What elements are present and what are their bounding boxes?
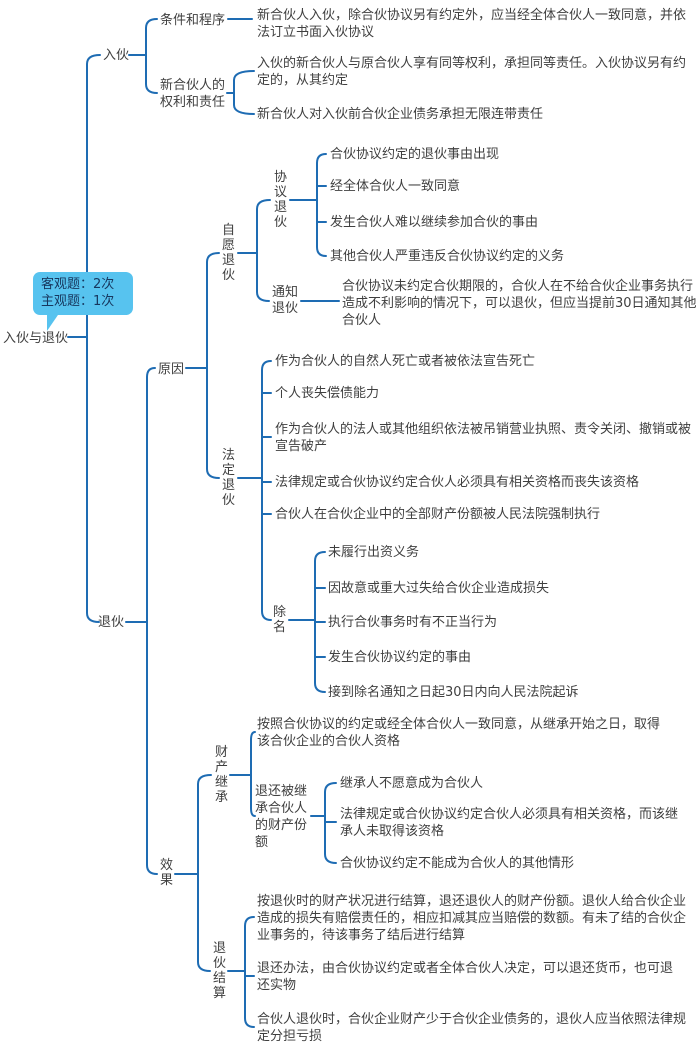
leaf-statutory-5[interactable]: 合伙人在合伙企业中的全部财产份额被人民法院强制执行 xyxy=(275,507,601,522)
leaf-settlement-1[interactable]: 按退伙时的财产状况进行结算，退还退伙人的财产份额。退伙人给合伙企业 造成的损失有… xyxy=(257,894,687,943)
connector-settlement-bracket xyxy=(244,916,255,1028)
callout-objective-count: 客观题：2次 xyxy=(41,277,115,292)
connector-statutory-bracket xyxy=(261,360,272,621)
connector-reasons-bracket xyxy=(206,252,220,479)
node-joining[interactable]: 入伙 xyxy=(103,48,130,63)
node-withdrawal[interactable]: 退伙 xyxy=(98,615,125,630)
connector-withdrawal-bracket xyxy=(146,367,158,875)
leaf-agreement-3[interactable]: 发生合伙人难以继续参加合伙的事由 xyxy=(330,215,539,230)
leaf-agreement-4[interactable]: 其他合伙人严重违反合伙协议约定的义务 xyxy=(330,249,565,264)
leaf-expulsion-1[interactable]: 未履行出资义务 xyxy=(328,545,420,560)
leaf-statutory-3[interactable]: 作为合伙人的法人或其他组织依法被吊销营业执照、责令关闭、撤销或被 宣告破产 xyxy=(275,422,692,454)
node-conditions[interactable]: 条件和程序 xyxy=(160,13,226,28)
connector-effects-bracket xyxy=(197,774,212,972)
leaf-expulsion-3[interactable]: 执行合伙事务时有不正当行为 xyxy=(328,615,498,630)
node-settlement[interactable]: 退伙结算 xyxy=(213,941,227,1001)
node-statutory[interactable]: 法定退伙 xyxy=(222,448,236,508)
node-expulsion[interactable]: 除名 xyxy=(273,605,287,635)
leaf-refund-2[interactable]: 法律规定或合伙协议约定合伙人必须具有相关资格，而该继 承人未取得该资格 xyxy=(340,807,679,839)
node-reasons[interactable]: 原因 xyxy=(158,362,185,377)
leaf-refund-1[interactable]: 继承人不愿意成为合伙人 xyxy=(340,776,484,791)
exam-frequency-callout[interactable]: 客观题：2次 主观题：1次 xyxy=(33,272,133,315)
connector-voluntary-bracket xyxy=(256,199,271,302)
node-voluntary[interactable]: 自愿退伙 xyxy=(222,223,236,283)
leaf-agreement-1[interactable]: 合伙协议约定的退伙事由出现 xyxy=(330,147,500,162)
leaf-settlement-2[interactable]: 退还办法，由合伙协议约定或者全体合伙人决定，可以退还货币，也可退 还实物 xyxy=(257,961,674,993)
node-root[interactable]: 入伙与退伙 xyxy=(3,331,69,346)
connector-inheritance-bracket xyxy=(250,731,256,817)
node-agreement-withdrawal[interactable]: 协议退伙 xyxy=(274,170,288,230)
node-refund[interactable]: 退还被继承合伙人的财产份额 xyxy=(255,784,308,850)
connector-root-bracket xyxy=(86,54,101,623)
leaf-rights-equal[interactable]: 入伙的新合伙人与原合伙人享有同等权利，承担同等责任。入伙协议另有约 定的，从其约… xyxy=(257,56,687,88)
leaf-agreement-2[interactable]: 经全体合伙人一致同意 xyxy=(330,179,461,194)
leaf-refund-3[interactable]: 合伙协议约定不能成为合伙人的其他情形 xyxy=(340,856,575,871)
callout-tail xyxy=(47,312,60,331)
node-notice-withdrawal[interactable]: 通知退伙 xyxy=(272,285,299,316)
leaf-conditions-text[interactable]: 新合伙人入伙，除合伙协议另有约定外，应当经全体合伙人一致同意，并依 法订立书面入… xyxy=(257,8,687,40)
leaf-inheritance-text[interactable]: 按照合伙协议的约定或经全体合伙人一致同意，从继承开始之日，取得 该合伙企业的合伙… xyxy=(257,717,661,749)
connector-joining-bracket xyxy=(145,18,158,94)
leaf-expulsion-4[interactable]: 发生合伙协议约定的事由 xyxy=(328,650,472,665)
node-effects[interactable]: 效果 xyxy=(160,858,174,888)
callout-subjective-count: 主观题：1次 xyxy=(41,294,115,309)
leaf-statutory-1[interactable]: 作为合伙人的自然人死亡或者被依法宣告死亡 xyxy=(275,354,536,369)
leaf-expulsion-2[interactable]: 因故意或重大过失给合伙企业造成损失 xyxy=(328,581,550,596)
leaf-statutory-4[interactable]: 法律规定或合伙协议约定合伙人必须具有相关资格而丧失该资格 xyxy=(275,475,640,490)
leaf-notice-text[interactable]: 合伙协议未约定合伙期限的，合伙人在不给合伙企业事务执行 造成不利影响的情况下，可… xyxy=(342,279,697,328)
connector-rights-bracket xyxy=(233,70,255,115)
connector-agreement-bracket xyxy=(316,153,327,257)
node-rights[interactable]: 新合伙人的权利和责任 xyxy=(160,78,226,110)
leaf-rights-liability[interactable]: 新合伙人对入伙前合伙企业债务承担无限连带责任 xyxy=(257,107,544,122)
leaf-expulsion-5[interactable]: 接到除名通知之日起30日内向人民法院起诉 xyxy=(328,685,579,700)
node-inheritance[interactable]: 财产继承 xyxy=(215,745,229,805)
leaf-statutory-2[interactable]: 个人丧失偿债能力 xyxy=(275,386,380,401)
